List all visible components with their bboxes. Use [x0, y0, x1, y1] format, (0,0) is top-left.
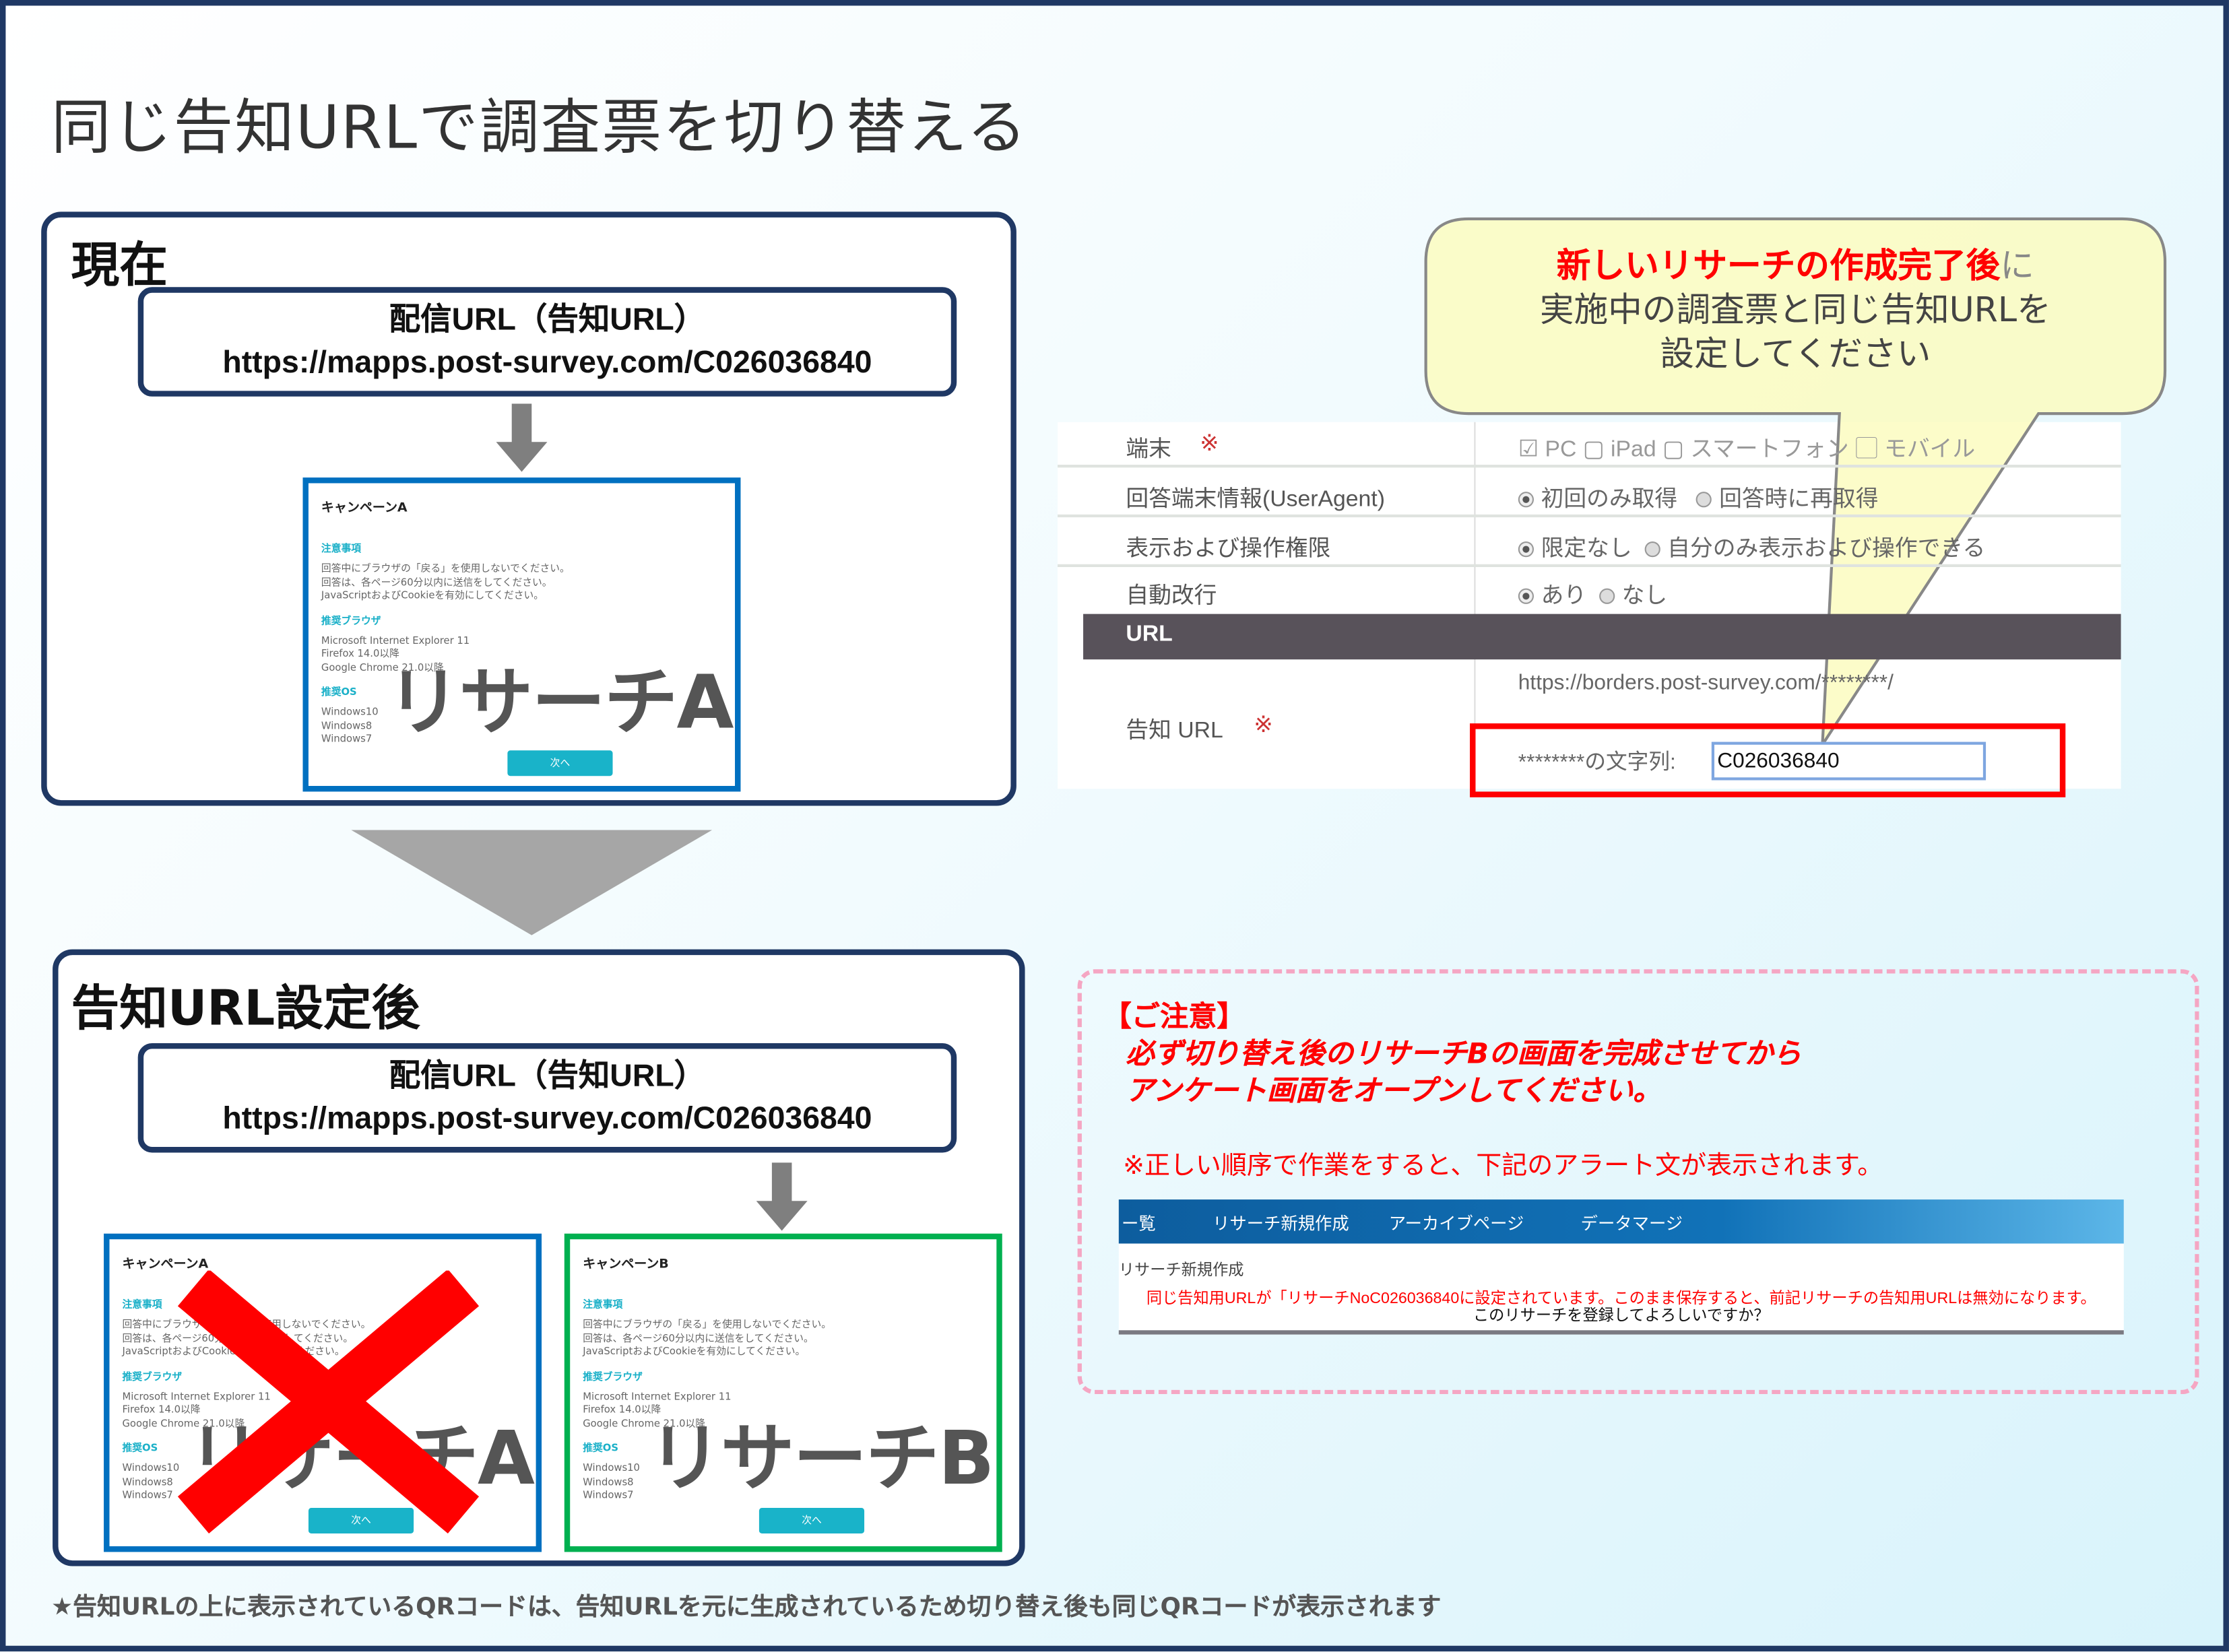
note-line: 回答中にブラウザの「戻る」を使用しないでください。	[583, 1319, 832, 1331]
nav-item[interactable]: リサーチ新規作成	[1213, 1214, 1349, 1234]
notes-heading: 注意事項	[122, 1298, 162, 1311]
campaign-title: キャンペーンA	[122, 1257, 209, 1272]
browser-line: Google Chrome 21.0以降	[321, 661, 444, 673]
browsers-heading: 推奨ブラウザ	[321, 614, 381, 626]
browser-line: Firefox 14.0以降	[321, 648, 399, 660]
radio-option[interactable]: あり	[1541, 584, 1587, 609]
notice-url-label: 告知 URL	[1126, 719, 1223, 744]
os-line: Windows7	[583, 1489, 634, 1501]
browser-line: Firefox 14.0以降	[583, 1403, 661, 1416]
speech-callout	[1424, 217, 2167, 750]
os-line: Windows10	[122, 1462, 180, 1474]
caution-box	[1077, 969, 2199, 1395]
base-url: https://borders.post-survey.com/********…	[1518, 671, 1894, 695]
browser-line: Google Chrome 21.0以降	[583, 1418, 706, 1429]
string-label: ********の文字列:	[1518, 750, 1676, 775]
field-label: 自動改行	[1126, 584, 1217, 609]
field-label: 端末	[1126, 437, 1171, 462]
research-overlay-label: リサーチB	[648, 1416, 994, 1502]
footer-note: ★告知URLの上に表示されているQRコードは、告知URLを元に生成されているため…	[51, 1593, 1442, 1622]
radio-option[interactable]: 限定なし	[1541, 537, 1632, 562]
after-label: 告知URL設定後	[71, 981, 420, 1038]
note-line: 回答は、各ページ60分以内に送信をしてください。	[321, 576, 552, 588]
highlight-box	[1470, 723, 2066, 797]
nav-item[interactable]: データマージ	[1580, 1214, 1683, 1234]
campaign-title: キャンペーンA	[321, 501, 408, 517]
note-line: JavaScriptおよびCookieを有効にしてください。	[583, 1346, 806, 1358]
caution-note: ※正しい順序で作業をすると、下記のアラート文が表示されます。	[1123, 1151, 1883, 1181]
current-url-box: 配信URL（告知URL） https://mapps.post-survey.c…	[137, 287, 957, 397]
field-label: 表示および操作権限	[1126, 537, 1331, 562]
os-heading: 推奨OS	[122, 1442, 158, 1454]
radio-option[interactable]: 初回のみ取得	[1541, 487, 1678, 512]
survey-screen-b: キャンペーンB 注意事項回答中にブラウザの「戻る」を使用しないでください。回答は、…	[564, 1233, 1002, 1552]
note-line: 回答は、各ページ60分以内に送信をしてください。	[583, 1332, 814, 1344]
alert-message: 同じ告知用URLが「リサーチNoC026036840に設定されています。このまま…	[1146, 1290, 2096, 1325]
url-text[interactable]: https://mapps.post-survey.com/C026036840	[222, 1100, 872, 1136]
os-line: Windows10	[321, 706, 379, 718]
page-title: 同じ告知URLで調査票を切り替える	[51, 92, 1028, 162]
browser-line: Microsoft Internet Explorer 11	[122, 1390, 271, 1402]
field-label: 回答端末情報(UserAgent)	[1126, 487, 1385, 512]
down-arrow-icon	[496, 403, 548, 472]
note-line: 回答中にブラウザの「戻る」を使用しないでください。	[321, 562, 570, 574]
note-line: JavaScriptおよびCookieを有効にしてください。	[321, 589, 544, 601]
alert-screenshot: ー覧 リサーチ新規作成 アーカイブページ データマージ リサーチ新規作成 同じ告…	[1118, 1199, 2124, 1335]
os-line: Windows7	[321, 733, 373, 745]
browsers-heading: 推奨ブラウザ	[122, 1370, 183, 1383]
notes-heading: 注意事項	[583, 1298, 623, 1311]
os-line: Windows8	[122, 1476, 173, 1488]
device-checkboxes[interactable]: ☑ PC ▢ iPad ▢ スマートフォン ▢ モバイル	[1518, 437, 1976, 462]
current-label: 現在	[71, 237, 168, 294]
url-heading: 配信URL（告知URL）	[389, 301, 706, 337]
os-line: Windows10	[583, 1462, 640, 1474]
os-line: Windows8	[321, 719, 373, 731]
next-button[interactable]: 次へ	[758, 1508, 865, 1534]
url-heading: 配信URL（告知URL）	[389, 1057, 706, 1093]
campaign-title: キャンペーンB	[583, 1257, 669, 1272]
nav-bar: ー覧 リサーチ新規作成 アーカイブページ データマージ	[1118, 1199, 2124, 1244]
radio-option[interactable]: 回答時に再取得	[1719, 487, 1879, 512]
down-arrow-icon	[756, 1162, 808, 1231]
nav-item[interactable]: アーカイブページ	[1388, 1214, 1524, 1234]
caution-text: 【ご注意】 必ず切り替え後のリサーチBの画面を完成させてから アンケート画面をオ…	[1103, 999, 1802, 1107]
notice-url-string-input[interactable]: C026036840	[1711, 741, 1986, 781]
after-url-box: 配信URL（告知URL） https://mapps.post-survey.c…	[137, 1043, 957, 1153]
notes-heading: 注意事項	[321, 543, 362, 555]
cross-icon	[177, 1270, 480, 1534]
next-button[interactable]: 次へ	[308, 1508, 414, 1534]
settings-form-screenshot: 端末 ※ ☑ PC ▢ iPad ▢ スマートフォン ▢ モバイル 回答端末情報(U…	[1058, 422, 2121, 789]
os-line: Windows8	[583, 1476, 634, 1488]
callout-text: 新しいリサーチの作成完了後に 実施中の調査票と同じ告知URLを 設定してください	[1539, 246, 2051, 374]
survey-screen-a: キャンペーンA 注意事項回答中にブラウザの「戻る」を使用しないでください。回答は、…	[302, 477, 741, 792]
os-heading: 推奨OS	[321, 686, 357, 698]
research-overlay-label: リサーチA	[387, 661, 734, 746]
browsers-heading: 推奨ブラウザ	[583, 1370, 643, 1383]
os-heading: 推奨OS	[583, 1442, 618, 1454]
radio-option[interactable]: なし	[1621, 584, 1668, 609]
required-mark: ※	[1254, 713, 1273, 738]
browser-line: Firefox 14.0以降	[122, 1403, 201, 1416]
browser-line: Microsoft Internet Explorer 11	[583, 1390, 732, 1402]
browser-line: Microsoft Internet Explorer 11	[321, 634, 470, 647]
os-line: Windows7	[122, 1489, 173, 1501]
url-section-header: URL	[1083, 614, 2121, 660]
chevron-down-icon	[351, 830, 713, 935]
radio-option[interactable]: 自分のみ表示および操作できる	[1667, 537, 1986, 562]
url-text[interactable]: https://mapps.post-survey.com/C026036840	[222, 343, 872, 380]
nav-item[interactable]: ー覧	[1122, 1214, 1156, 1234]
browser-line: Google Chrome 21.0以降	[122, 1418, 245, 1429]
required-mark: ※	[1200, 432, 1219, 457]
next-button[interactable]: 次へ	[507, 750, 613, 777]
page-heading: リサーチ新規作成	[1118, 1261, 1244, 1280]
